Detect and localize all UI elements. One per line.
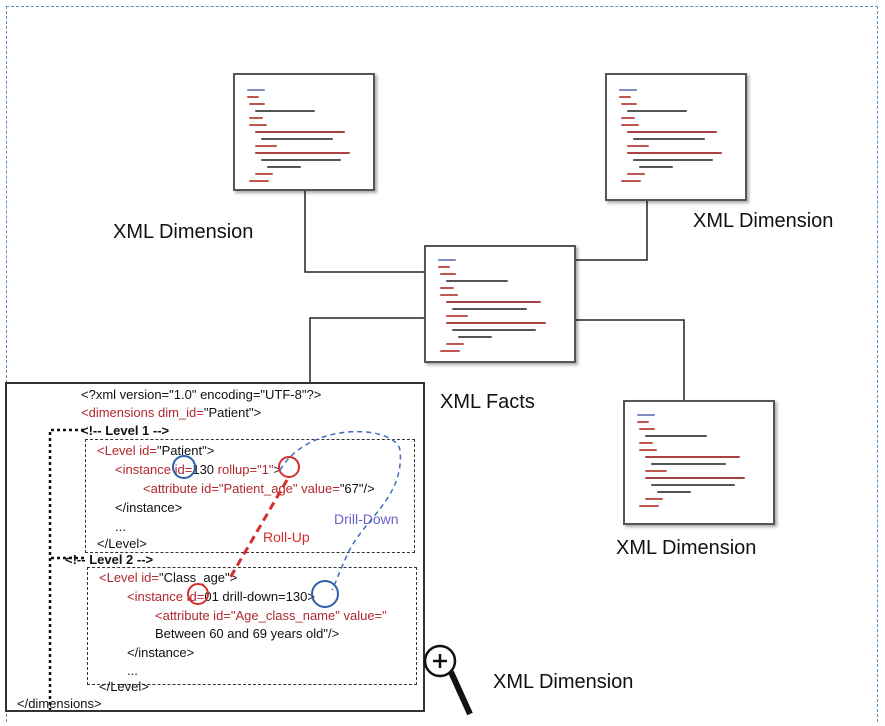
label-xml-dimension-bottom-right: XML Dimension bbox=[616, 537, 757, 559]
label-xml-dimension-zoomed: XML Dimension bbox=[493, 671, 634, 693]
xml-dimension-document-bottom-right bbox=[623, 400, 775, 525]
code-comment-level-1: <!-- Level 1 --> bbox=[81, 423, 170, 438]
code-line-attribute-patient-age: <attribute id="Patient_age" value="67"/> bbox=[143, 481, 375, 496]
code-line-instance-130: <instance id=130 rollup="1"> bbox=[115, 462, 282, 477]
code-comment-level-2: <!-- Level 2 --> bbox=[65, 552, 154, 567]
code-line-ellipsis-2: ... bbox=[127, 663, 138, 678]
xml-dimension-document-top-left bbox=[233, 73, 375, 191]
diagram-frame bbox=[6, 6, 878, 722]
code-line-level-close-2: </Level> bbox=[99, 679, 149, 694]
code-line-instance-01: <instance id=01 drill-down=130> bbox=[127, 589, 315, 604]
code-line-instance-close-2: </instance> bbox=[127, 645, 195, 660]
xml-facts-document bbox=[424, 245, 576, 363]
label-xml-facts: XML Facts bbox=[440, 391, 535, 413]
code-line-ellipsis-1: ... bbox=[115, 519, 126, 534]
code-line-level-close-1: </Level> bbox=[97, 536, 147, 551]
xml-dimension-document-top-right bbox=[605, 73, 747, 201]
label-xml-dimension-top-left: XML Dimension bbox=[113, 221, 254, 243]
code-line-age-class-value: Between 60 and 69 years old"/> bbox=[155, 626, 340, 641]
label-xml-dimension-top-right: XML Dimension bbox=[693, 210, 834, 232]
zoomed-xml-code-panel: <?xml version="1.0" encoding="UTF-8"?> <… bbox=[5, 382, 425, 712]
code-line-instance-close-1: </instance> bbox=[115, 500, 183, 515]
code-line-xml-declaration: <?xml version="1.0" encoding="UTF-8"?> bbox=[81, 387, 322, 402]
code-line-attribute-age-class: <attribute id="Age_class_name" value=" bbox=[155, 608, 387, 623]
code-line-dimensions-close: </dimensions> bbox=[17, 696, 102, 711]
rollup-label: Roll-Up bbox=[263, 529, 310, 545]
code-line-level-class-age: <Level id="Class_age"> bbox=[99, 570, 238, 585]
code-line-level-patient: <Level id="Patient"> bbox=[97, 443, 215, 458]
drilldown-label: Drill-Down bbox=[334, 511, 399, 527]
code-line-dimensions-open: <dimensions dim_id="Patient"> bbox=[81, 405, 262, 420]
